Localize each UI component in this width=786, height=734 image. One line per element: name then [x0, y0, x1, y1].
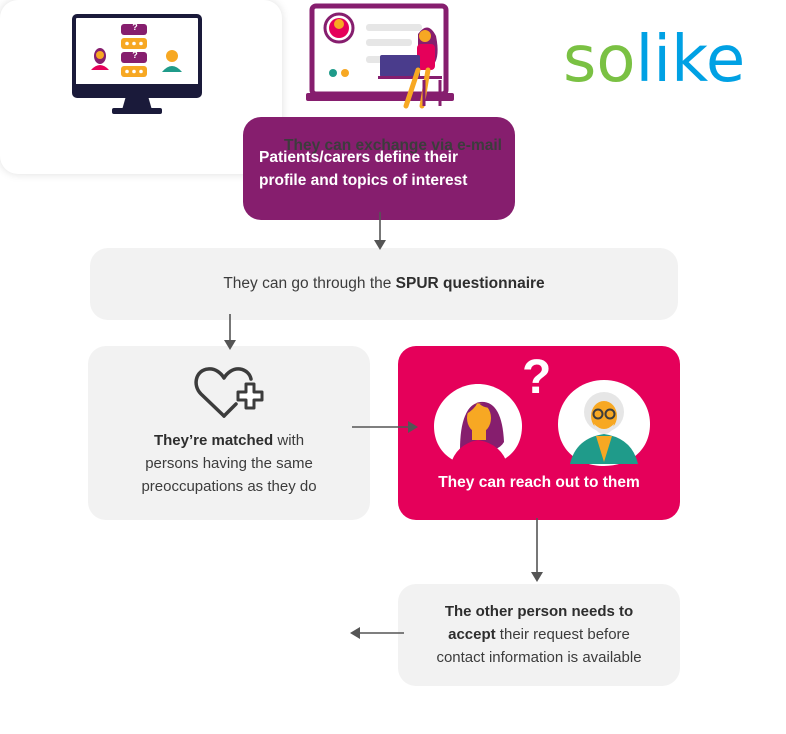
solike-logo: solike	[563, 23, 746, 97]
heart-plus-icon	[194, 367, 264, 418]
laptop-user-icon	[306, 3, 454, 109]
arrow-profile-to-spur	[374, 212, 386, 250]
email-label: They can exchange via e-mail	[284, 137, 502, 154]
step-reach-out: ? They can reach out to them	[398, 346, 680, 520]
step-accept-request: The other person needs to accept their r…	[398, 584, 680, 686]
accept-bold2: accept	[448, 626, 496, 643]
step-exchange-email: ? ? They can exchange via e-mail	[0, 0, 502, 174]
email-q1: ?	[132, 22, 138, 32]
computer-monitor-icon	[72, 14, 202, 114]
accept-line3: contact information is available	[436, 649, 642, 666]
old-man-avatar-icon	[558, 380, 650, 466]
step-profile-line2: profile and topics of interest	[259, 172, 468, 189]
accept-bold1: The other person needs to	[444, 603, 634, 620]
accept-rest: their request before	[495, 626, 630, 643]
step-define-profile: Patients/carers define their profile and…	[243, 117, 515, 220]
step-matched: They’re matched with persons having the …	[88, 346, 370, 520]
arrow-reach-to-accept	[531, 518, 543, 582]
matched-line2: persons having the same	[145, 455, 313, 472]
matched-bold: They’re matched	[153, 432, 274, 449]
spur-text: They can go through the	[223, 275, 396, 292]
arrow-accept-to-email	[350, 627, 404, 639]
arrow-matched-to-reach	[352, 421, 418, 433]
email-q2: ?	[132, 50, 138, 60]
step-spur-questionnaire: They can go through the SPUR questionnai…	[90, 248, 678, 320]
matched-rest: with	[273, 432, 305, 449]
matched-line3: preoccupations as they do	[141, 478, 317, 495]
step-profile-line1: Patients/carers define their	[259, 149, 458, 166]
question-mark: ?	[522, 351, 552, 404]
woman-avatar-icon	[434, 384, 522, 466]
reach-label: They can reach out to them	[438, 474, 640, 491]
arrow-spur-to-matched	[224, 314, 236, 350]
spur-bold: SPUR questionnaire	[395, 275, 545, 292]
